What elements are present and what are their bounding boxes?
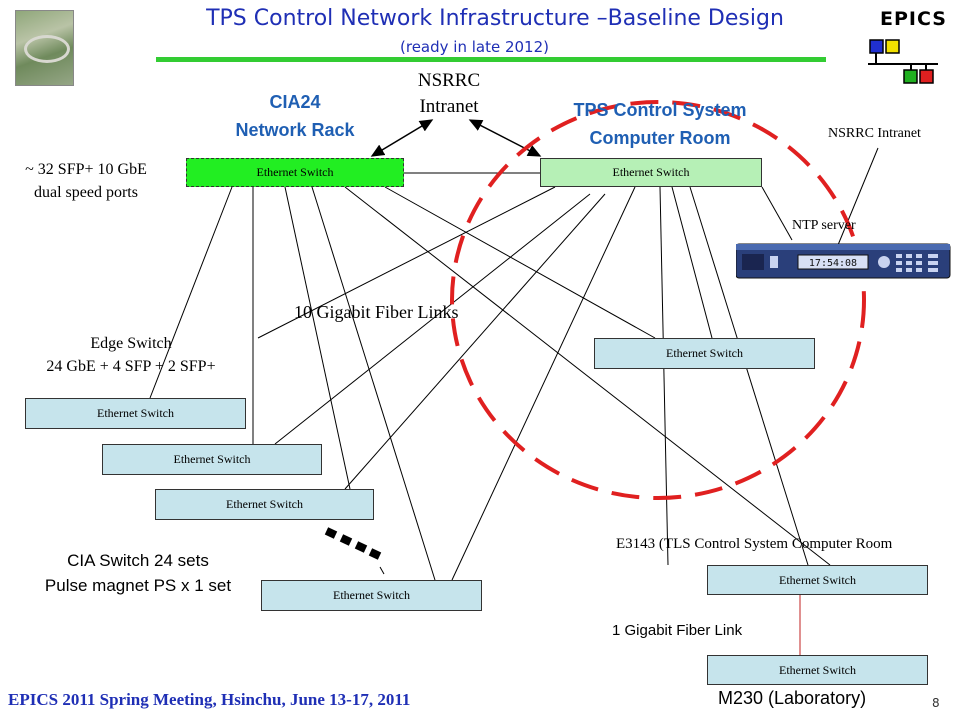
- title-underline: [156, 57, 826, 62]
- link-tps-e3143: [659, 186, 669, 566]
- ntp-time-readout: 17:54:08: [809, 258, 857, 269]
- switch-label: Ethernet Switch: [97, 406, 174, 420]
- cia24-rack-label: CIA24 Network Rack: [235, 92, 355, 140]
- m230-label: M230 (Laboratory): [718, 688, 867, 708]
- switch-label: Ethernet Switch: [666, 346, 743, 360]
- arrow-intranet-tps: [468, 119, 542, 157]
- link-dash-small: [379, 566, 385, 575]
- epics-logo-text: EPICS: [880, 8, 947, 30]
- e3143-label: E3143 (TLS Control System Computer Room: [616, 536, 893, 552]
- link-tps-bottom: [451, 186, 636, 581]
- left-ethernet-switch-3: Ethernet Switch: [155, 489, 374, 520]
- link-tps-e3143b: [689, 186, 809, 566]
- e3143-ethernet-switch: Ethernet Switch: [707, 565, 928, 595]
- switch-label: Ethernet Switch: [612, 165, 690, 179]
- link-cia-e3143: [344, 186, 831, 566]
- cia24-ethernet-switch: Ethernet Switch: [186, 158, 404, 187]
- link-tps-rightmid: [671, 186, 713, 339]
- link-tps-left3: [344, 193, 606, 490]
- link-cia-bottom: [311, 186, 436, 581]
- switch-label: Ethernet Switch: [226, 497, 303, 511]
- switch-label: Ethernet Switch: [173, 452, 251, 466]
- m230-ethernet-switch: Ethernet Switch: [707, 655, 928, 685]
- link-cia-left1: [149, 186, 233, 399]
- link-cia-left3: [284, 186, 351, 490]
- ntp-server-device: 17:54:08: [735, 240, 952, 280]
- epics-logo-icon: [868, 39, 938, 84]
- continuation-dots: [324, 527, 382, 560]
- left-ethernet-switch-2: Ethernet Switch: [102, 444, 322, 475]
- gigabit-link-label: 1 Gigabit Fiber Link: [612, 622, 743, 639]
- footer-meeting: EPICS 2011 Spring Meeting, Hsinchu, June…: [8, 690, 411, 709]
- edge-ethernet-switch: Ethernet Switch: [25, 398, 246, 429]
- page-number: 8: [932, 696, 940, 710]
- sfp-ports-label: ~ 32 SFP+ 10 GbE dual speed ports: [25, 161, 147, 201]
- link-tps-ntp: [761, 186, 793, 241]
- tps-ethernet-switch: Ethernet Switch: [540, 158, 762, 187]
- tps-computer-room-label: TPS Control System Computer Room: [573, 100, 747, 148]
- nsrrc-intranet-label: NSRRC Intranet: [417, 70, 481, 117]
- fiber-links-label: 10 Gigabit Fiber Links: [294, 302, 459, 322]
- bottom-ethernet-switch: Ethernet Switch: [261, 580, 482, 611]
- nsrrc-intranet-right-label: NSRRC Intranet: [828, 126, 921, 141]
- link-intranet-ntp: [837, 147, 879, 246]
- cia-switch-label: CIA Switch 24 sets Pulse magnet PS x 1 s…: [44, 551, 232, 595]
- edge-switch-label: Edge Switch 24 GbE + 4 SFP + 2 SFP+: [46, 335, 216, 375]
- switch-label: Ethernet Switch: [779, 663, 856, 677]
- slide-title: TPS Control Network Infrastructure –Base…: [206, 6, 784, 31]
- right-mid-ethernet-switch: Ethernet Switch: [594, 338, 815, 369]
- computer-room-circle: [450, 100, 866, 500]
- link-tps-edge: [257, 186, 556, 339]
- tps-aerial-photo: [15, 10, 74, 86]
- slide-subtitle: (ready in late 2012): [400, 38, 549, 56]
- arrow-intranet-cia: [370, 119, 434, 157]
- ntp-server-label: NTP server: [792, 218, 856, 233]
- link-cia-rightmid: [384, 186, 656, 339]
- switch-label: Ethernet Switch: [333, 588, 410, 602]
- switch-label: Ethernet Switch: [779, 573, 856, 587]
- link-tps-left2: [274, 193, 591, 445]
- switch-label: Ethernet Switch: [256, 165, 334, 179]
